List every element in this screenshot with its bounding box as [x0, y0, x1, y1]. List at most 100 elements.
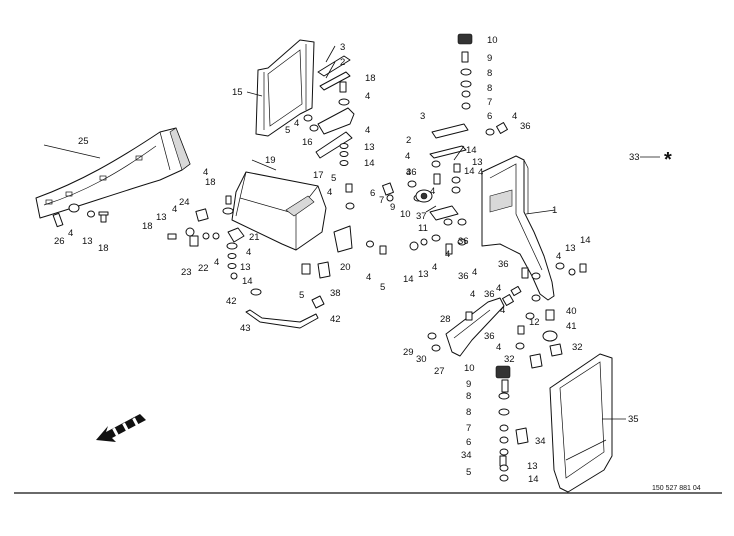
callout-4: 4 — [500, 305, 505, 316]
document-number: 150 527 881 04 — [652, 485, 701, 492]
callout-34: 34 — [461, 450, 472, 461]
callout-labels: 1 2 2 3 3 4 4 4 4 4 4 4 4 4 4 4 4 4 4 4 … — [54, 35, 701, 492]
callout-5: 5 — [285, 125, 290, 136]
callout-8: 8 — [487, 83, 492, 94]
callout-4: 4 — [445, 249, 450, 260]
callout-12: 12 — [529, 317, 540, 328]
callout-36: 36 — [520, 121, 531, 132]
callout-14: 14 — [466, 145, 477, 156]
callout-9: 9 — [390, 202, 395, 213]
callout-4: 4 — [246, 247, 251, 258]
fastener-stack-bottom — [495, 365, 529, 482]
callout-4: 4 — [470, 289, 475, 300]
callout-4: 4 — [203, 167, 208, 178]
callout-7: 7 — [487, 97, 492, 108]
hardware-lower-row — [409, 234, 467, 255]
fasteners-26-4-13-18 — [52, 203, 109, 228]
callout-4: 4 — [406, 167, 411, 178]
hardware-40-41 — [515, 309, 563, 369]
part-15-frame — [255, 39, 315, 137]
parts-5-38-20 — [301, 183, 387, 279]
callout-8: 8 — [487, 68, 492, 79]
callout-8: 8 — [466, 407, 471, 418]
callout-17: 17 — [313, 170, 324, 181]
callout-4: 4 — [512, 111, 517, 122]
callout-28: 28 — [440, 314, 451, 325]
callout-7: 7 — [466, 423, 471, 434]
callout-2: 2 — [406, 135, 411, 146]
callout-32: 32 — [572, 342, 583, 353]
callout-4: 4 — [214, 257, 219, 268]
callout-24: 24 — [179, 197, 190, 208]
callout-3: 3 — [340, 42, 345, 53]
callout-5: 5 — [380, 282, 385, 293]
callout-6: 6 — [370, 188, 375, 199]
part-43-strap — [245, 288, 325, 329]
callout-25: 25 — [78, 136, 89, 147]
callout-38: 38 — [330, 288, 341, 299]
callout-34: 34 — [535, 436, 546, 447]
callout-13: 13 — [527, 461, 538, 472]
callout-6: 6 — [466, 437, 471, 448]
callout-14: 14 — [528, 474, 539, 485]
callout-14: 14 — [242, 276, 253, 287]
callout-4: 4 — [405, 151, 410, 162]
callout-13: 13 — [565, 243, 576, 254]
brackets-16-17 — [303, 107, 355, 166]
callout-13: 13 — [240, 262, 251, 273]
callout-5: 5 — [299, 290, 304, 301]
callout-32: 32 — [504, 354, 515, 365]
brackets-3-2 — [317, 55, 351, 106]
part-27-bracket — [427, 285, 522, 357]
callout-40: 40 — [566, 306, 577, 317]
callout-37: 37 — [416, 211, 427, 222]
callout-18: 18 — [365, 73, 376, 84]
callout-27: 27 — [434, 366, 445, 377]
hardware-37-cluster — [382, 173, 467, 226]
callout-5: 5 — [331, 173, 336, 184]
callout-4: 4 — [365, 91, 370, 102]
callout-13: 13 — [156, 212, 167, 223]
brackets-center-3-2 — [429, 122, 508, 194]
callout-14: 14 — [403, 274, 414, 285]
callout-42: 42 — [226, 296, 237, 307]
callout-10: 10 — [487, 35, 498, 46]
callout-42: 42 — [330, 314, 341, 325]
callout-36: 36 — [498, 259, 509, 270]
callout-9: 9 — [466, 379, 471, 390]
asterisk-symbol: * — [664, 149, 672, 171]
part-1-side-panel — [481, 155, 555, 301]
callout-36: 36 — [484, 289, 495, 300]
callout-10: 10 — [464, 363, 475, 374]
callout-4: 4 — [556, 251, 561, 262]
callout-23: 23 — [181, 267, 192, 278]
callout-4: 4 — [472, 267, 477, 278]
part-35-lower-panel — [549, 353, 613, 493]
callout-4: 4 — [365, 125, 370, 136]
callout-36: 36 — [484, 331, 495, 342]
callout-13: 13 — [472, 157, 483, 168]
callout-2: 2 — [340, 57, 345, 68]
callout-15: 15 — [232, 87, 243, 98]
callout-8: 8 — [466, 391, 471, 402]
callout-5: 5 — [466, 467, 471, 478]
callout-43: 43 — [240, 323, 251, 334]
callout-35: 35 — [628, 414, 639, 425]
callout-1: 1 — [552, 205, 557, 216]
callout-10: 10 — [400, 209, 411, 220]
callout-9: 9 — [487, 53, 492, 64]
callout-30: 30 — [416, 354, 427, 365]
callout-6: 6 — [487, 111, 492, 122]
callout-4: 4 — [294, 118, 299, 129]
callout-11: 11 — [418, 223, 428, 234]
callout-16: 16 — [302, 137, 313, 148]
callout-4: 4 — [430, 186, 435, 197]
callout-36: 36 — [458, 271, 469, 282]
callout-22: 22 — [198, 263, 209, 274]
callout-13: 13 — [364, 142, 375, 153]
callout-4: 4 — [496, 342, 501, 353]
callout-4: 4 — [68, 228, 73, 239]
callout-13: 13 — [82, 236, 93, 247]
